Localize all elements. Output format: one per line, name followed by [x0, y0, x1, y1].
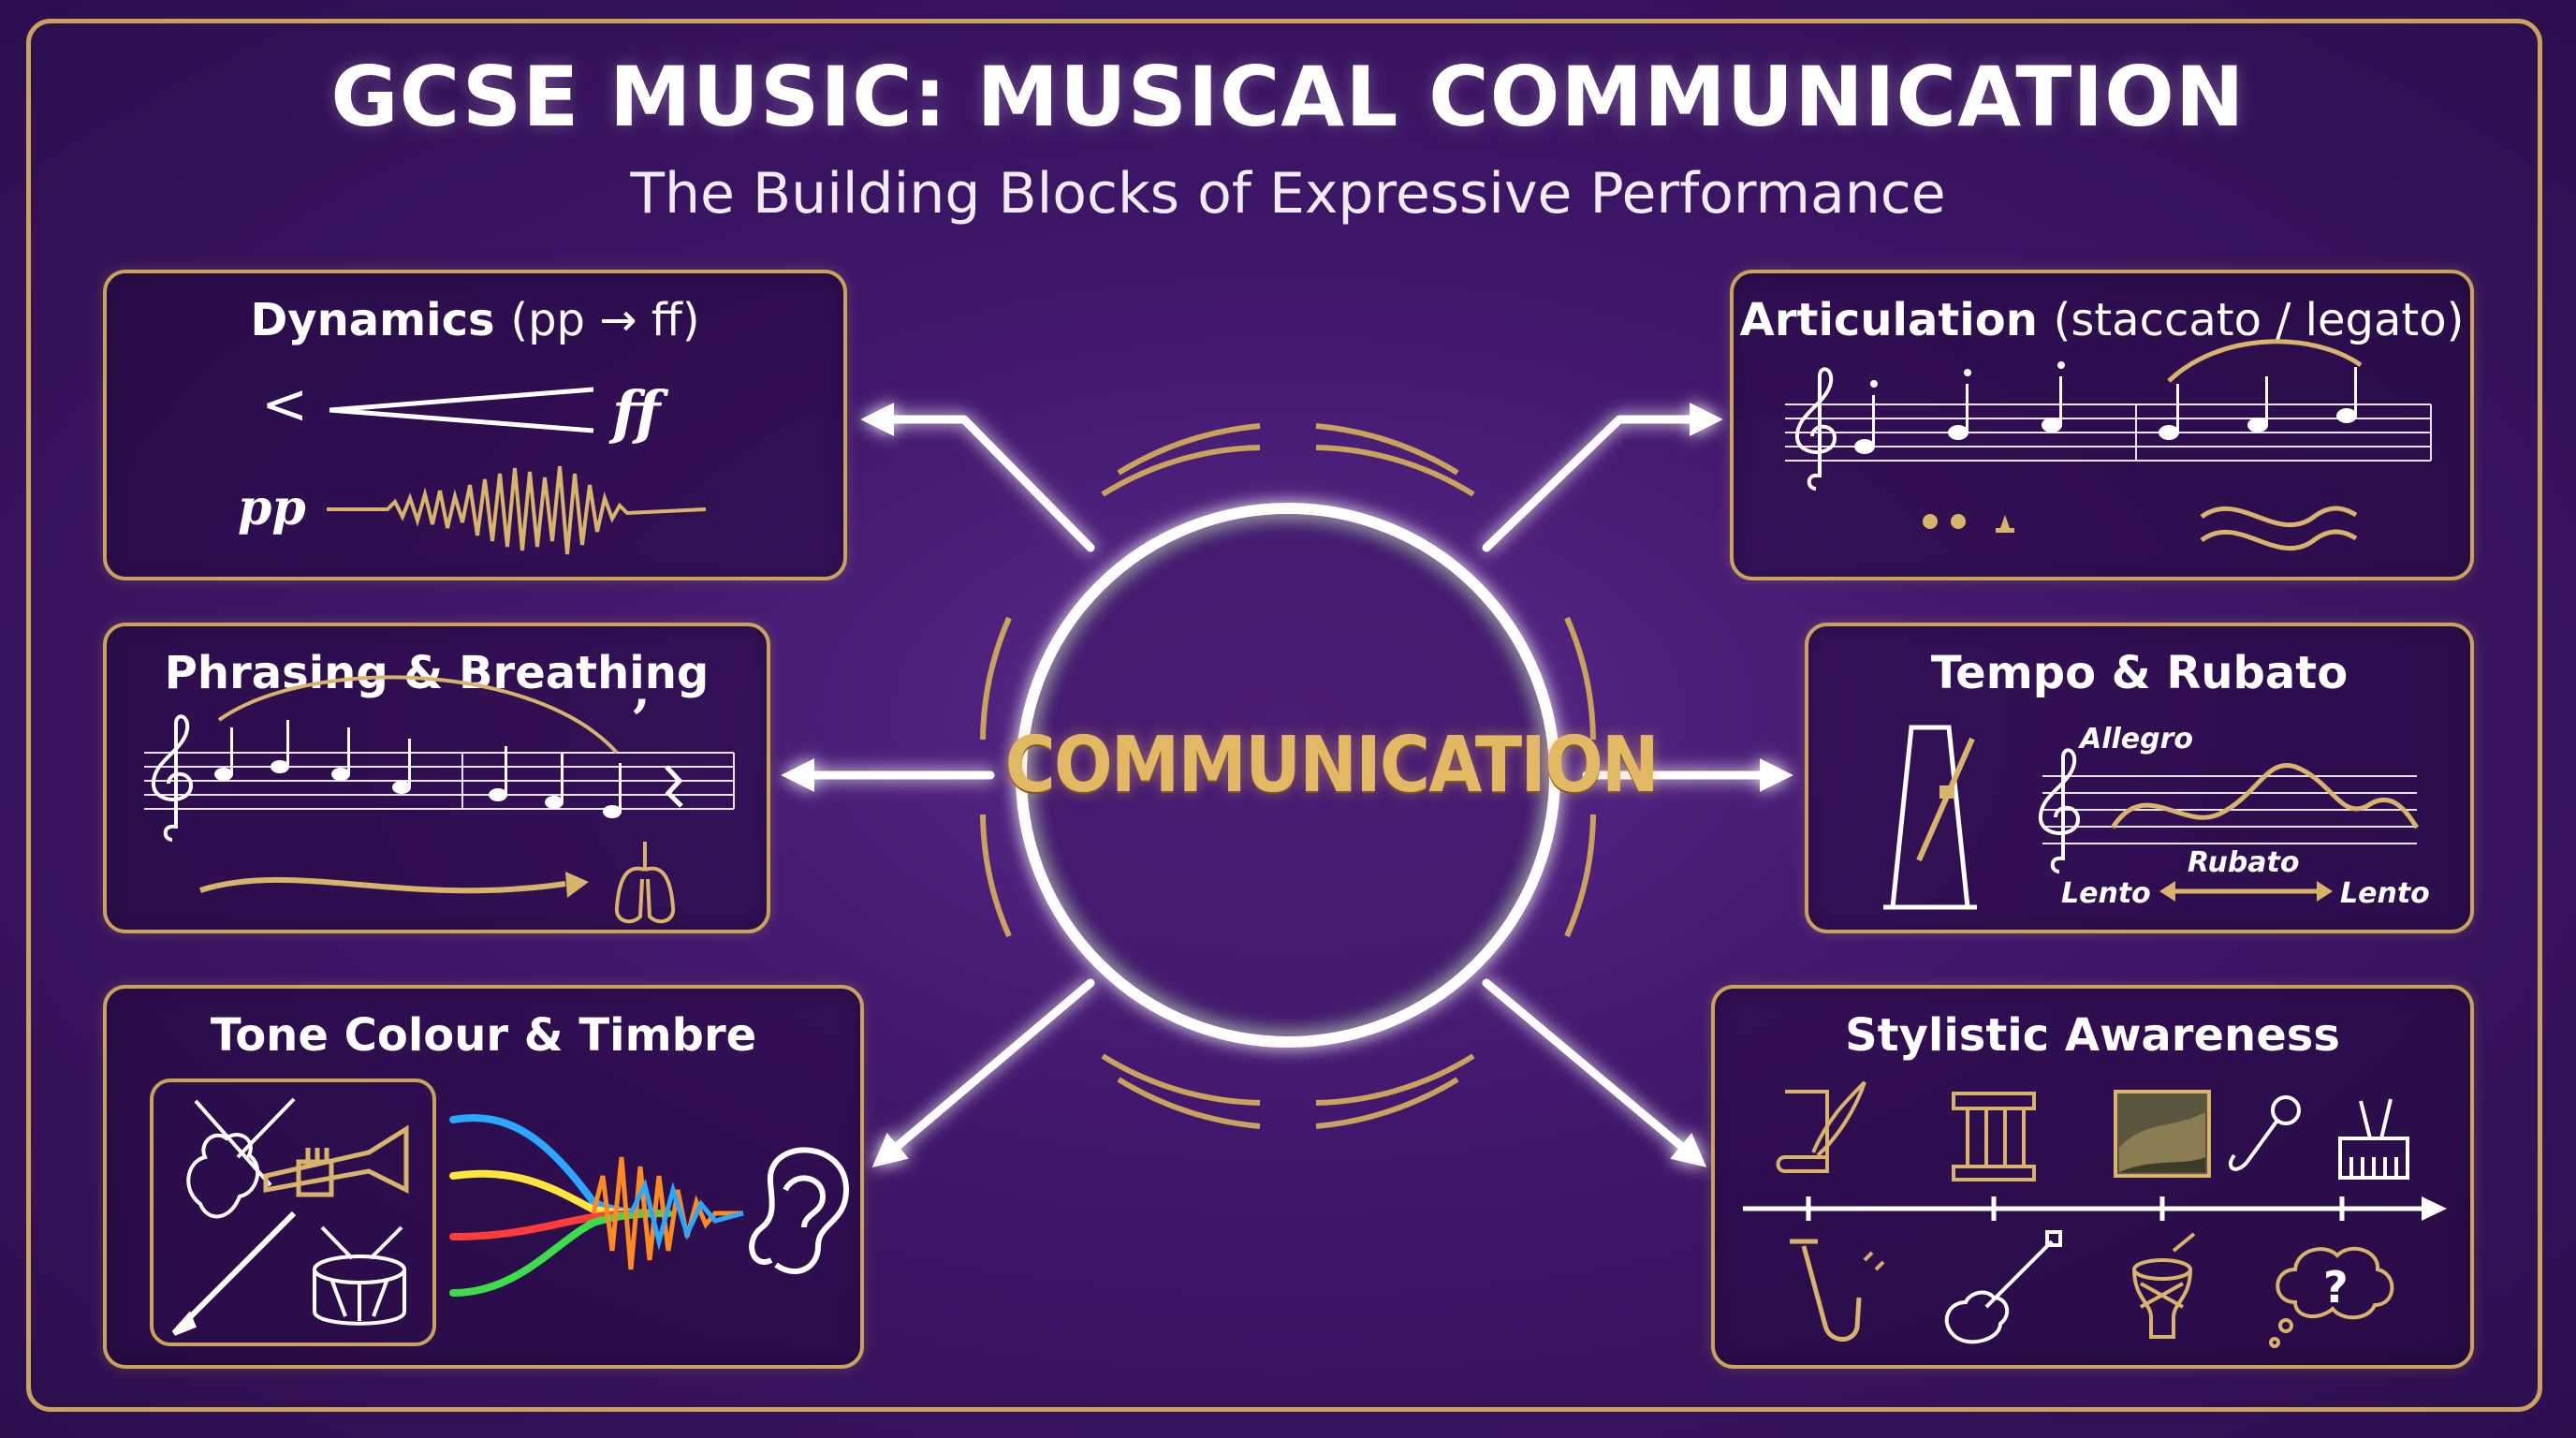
staccato-dots: [1923, 514, 2014, 533]
synth-keyboard-icon: [2338, 1098, 2409, 1180]
breath-mark: ’: [631, 688, 650, 752]
page-title: GCSE MUSIC: MUSICAL COMMUNICATION: [330, 49, 2246, 145]
timbre-panel: Tone Colour & Timbre: [103, 985, 864, 1369]
lento-left-label: Lento: [2061, 877, 2151, 910]
dynamics-illustration: < ff pp: [238, 372, 707, 555]
dynamics-title-paren: (pp → ff): [510, 294, 700, 346]
rest-symbol: [665, 765, 683, 808]
style-timeline: [1743, 1196, 2426, 1221]
crescendo-symbol: <: [261, 372, 308, 437]
lungs-icon: [614, 842, 676, 924]
articulation-title: Articulation (staccato / legato): [1734, 294, 2470, 346]
slur-mark: [2167, 339, 2363, 383]
instruments-box: [150, 1078, 436, 1346]
treble-clef-icon: [151, 714, 194, 842]
metronome-icon: [1883, 725, 1977, 910]
timbre-spectrum-wave: [591, 1156, 744, 1270]
clarinet-icon: [171, 1211, 297, 1336]
ear-icon: [749, 1147, 850, 1275]
phrase-arrow: [199, 876, 566, 894]
style-illustration: ?: [1743, 1080, 2447, 1348]
arrow-to-articulation: [1482, 403, 1723, 552]
trumpet-icon: [263, 1124, 409, 1197]
connector-arrows: [781, 403, 1793, 1167]
allegro-label: Allegro: [2078, 723, 2193, 756]
articulation-panel: Articulation (staccato / legato): [1730, 270, 2474, 580]
page-subtitle: The Building Blocks of Expressive Perfor…: [630, 161, 1946, 227]
thought-bubble-icon: [2269, 1246, 2394, 1348]
phrasing-illustration: ’: [144, 675, 735, 924]
timbre-title: Tone Colour & Timbre: [210, 1009, 757, 1062]
dynamics-title-main: Dynamics: [250, 294, 495, 346]
saxophone-icon: [1790, 1239, 1885, 1342]
snare-drum-icon: [313, 1225, 406, 1326]
microphone-icon: [2228, 1095, 2301, 1171]
crescendo-hairpin: [329, 387, 594, 433]
arrow-to-timbre: [871, 978, 1095, 1167]
articulation-illustration: [1785, 339, 2432, 551]
articulation-title-paren: (staccato / legato): [2053, 294, 2465, 346]
hub-ring: [1016, 503, 1560, 1048]
style-panel: Stylistic Awareness: [1711, 985, 2474, 1369]
outer-frame: [26, 19, 2542, 1412]
rubato-arrow: [2159, 881, 2333, 902]
tempo-curve: [2110, 762, 2420, 829]
electric-guitar-icon: [1944, 1230, 2062, 1344]
timeline-arrowhead: [2422, 1196, 2447, 1221]
phrasing-title: Phrasing & Breathing: [164, 647, 710, 699]
tempo-illustration: Allegro Rubato Lento Lento: [1883, 723, 2430, 910]
ff-mark: ff: [608, 378, 669, 447]
articulation-title-main: Articulation: [1739, 294, 2038, 346]
style-title: Stylistic Awareness: [1845, 1009, 2340, 1062]
phrase-slur: [217, 675, 619, 755]
staccato-notes: [1854, 361, 2065, 454]
djembe-icon: [2132, 1232, 2196, 1339]
dynamics-title: Dynamics (pp → ff): [107, 294, 843, 346]
hub-gold-ring: [980, 423, 1596, 1129]
scroll-quill-icon: [1776, 1080, 1866, 1173]
column-icon: [1952, 1092, 2036, 1181]
rubato-label: Rubato: [2188, 846, 2300, 879]
phrase-notes: [214, 720, 622, 818]
arrow-to-dynamics: [860, 403, 1095, 552]
lento-right-label: Lento: [2340, 877, 2430, 910]
hub-label: COMMUNICATION: [1004, 721, 1660, 810]
arrow-to-style: [1482, 978, 1707, 1167]
phrasing-staff: [144, 752, 735, 810]
pp-mark: pp: [238, 479, 306, 536]
violin-icon: [186, 1097, 296, 1219]
dynamics-panel: Dynamics (pp → ff) < ff pp: [103, 270, 847, 580]
legato-wave-icon: [2200, 506, 2358, 551]
dynamics-waveform: [327, 465, 707, 555]
legato-notes: [2159, 367, 2357, 440]
treble-clef-icon: [1794, 367, 1837, 491]
treble-clef-icon: [2038, 748, 2081, 873]
phrasing-panel: Phrasing & Breathing ’: [103, 623, 770, 933]
timbre-illustration: [150, 1078, 850, 1346]
landscape-painting-icon: [2114, 1090, 2211, 1178]
tempo-title: Tempo & Rubato: [1930, 647, 2349, 699]
tempo-panel: Tempo & Rubato Allegro Rubato Lento Lent…: [1805, 623, 2474, 933]
question-mark: ?: [2323, 1262, 2349, 1313]
articulation-staff: [1785, 404, 2432, 462]
